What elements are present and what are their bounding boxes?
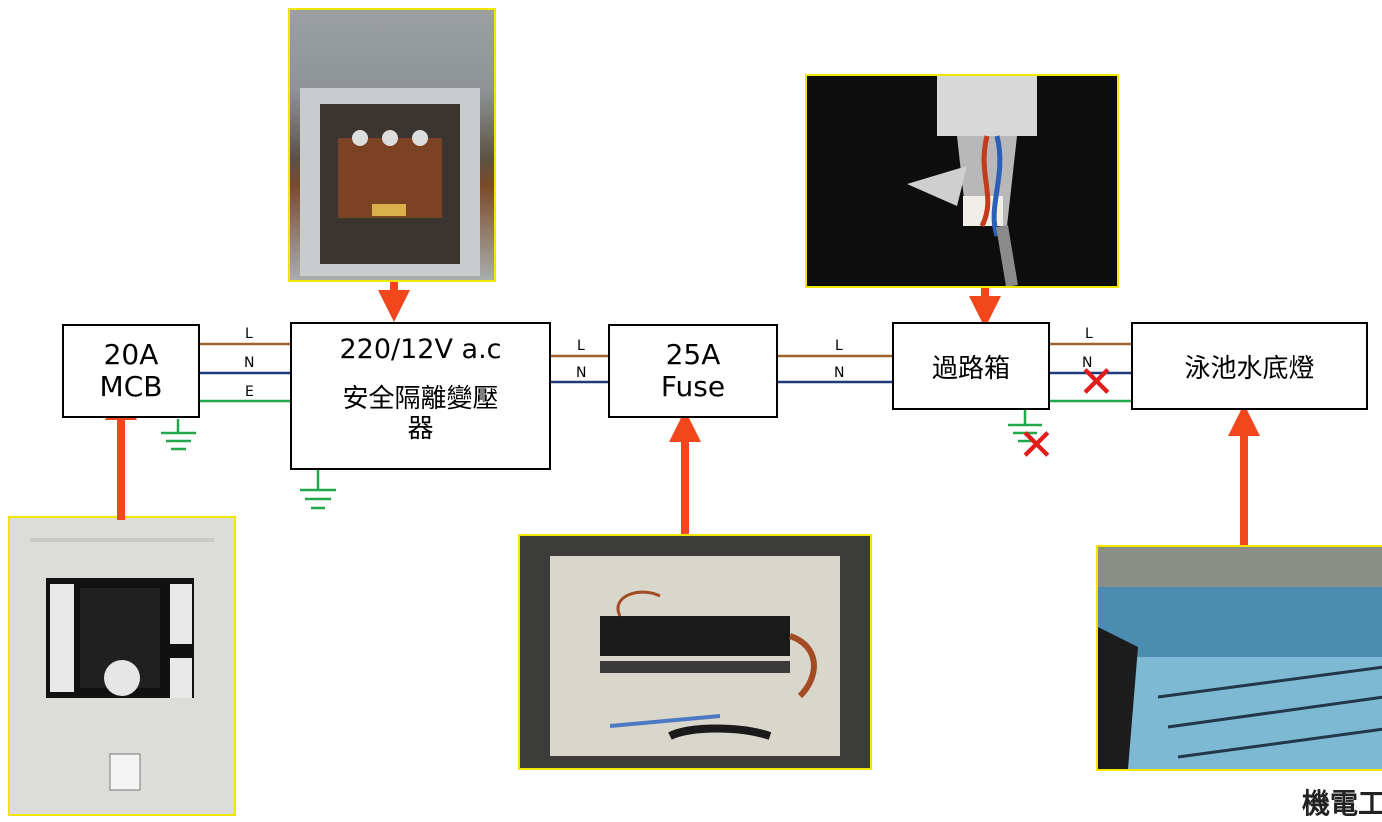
pool-light-label: 泳池水底燈 (1184, 348, 1314, 385)
earth-disconnected-cross: ✕ (1078, 361, 1115, 405)
mcb-label: MCB (100, 371, 163, 403)
neutral-label-1: N (244, 355, 254, 371)
mcb-rating: 20A (104, 339, 159, 371)
junction-label: 過路箱 (932, 348, 1010, 385)
ground-symbol-mcb (161, 419, 196, 449)
fuse-rating: 25A (666, 339, 721, 371)
footer-text: 機電工 (1302, 782, 1382, 822)
junction-box: 過路箱 (892, 322, 1050, 410)
transformer-label-2: 器 (407, 414, 433, 444)
fuse-box: 25A Fuse (608, 324, 778, 418)
transformer-rating: 220/12V a.c (339, 334, 501, 366)
live-label-4: L (1085, 326, 1093, 342)
fuse-label: Fuse (661, 371, 725, 403)
neutral-label-3: N (834, 365, 844, 381)
live-label-2: L (577, 338, 585, 354)
transformer-label-1: 安全隔離變壓 (342, 384, 498, 414)
pool-light-box: 泳池水底燈 (1131, 322, 1368, 410)
mcb-box: 20A MCB (62, 324, 200, 418)
earth-label-1: E (245, 384, 254, 400)
ground-missing-cross: ✕ (1018, 424, 1055, 468)
live-label-3: L (835, 338, 843, 354)
neutral-label-2: N (576, 365, 586, 381)
transformer-box: 220/12V a.c 安全隔離變壓 器 (290, 322, 551, 470)
ground-symbol-transformer (300, 469, 336, 508)
live-label-1: L (245, 326, 253, 342)
